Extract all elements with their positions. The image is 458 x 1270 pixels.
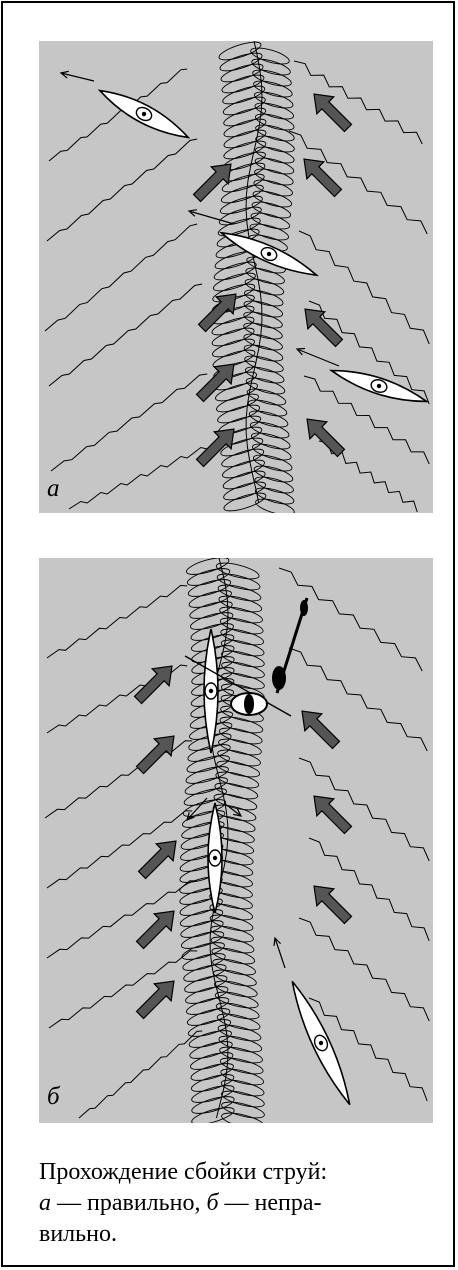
paddle-blade-icon [300,600,308,616]
whirl-loop [220,637,266,659]
flow-arrow-icon [132,728,183,779]
panel-label-a: а [47,475,60,503]
diagram-a-drawing [39,41,433,513]
caption-line-1: Прохождение сбойки струй: [39,1157,439,1188]
direction-arrow-icon [187,798,207,820]
whirl-loop [222,478,268,503]
whirl-loop [220,1099,266,1121]
whirl-loop [220,648,266,670]
current-line-left [49,69,187,161]
whirl-loop [217,41,263,64]
diagram-panel-b: б [39,558,433,1123]
whirl-loop [209,912,255,934]
whirl-loop [219,615,265,637]
figure-caption: Прохождение сбойки струй: а — правильно,… [39,1157,439,1250]
whirl-loop [222,489,268,513]
current-line-left [45,224,197,331]
kayak-icon [329,363,429,409]
whirl-loop [222,137,268,162]
paddle-blade-icon [272,666,286,690]
whirl-loop [212,269,258,294]
flow-arrow-icon [306,788,357,839]
kayak-icon [218,226,320,283]
whirl-loop [219,714,265,736]
whirl-loop [220,71,266,96]
current-line-left [49,284,202,386]
flow-arrow-icon [296,151,347,202]
whirl-loop [220,181,266,206]
direction-arrow-icon [61,71,94,81]
current-line-left [47,585,187,658]
current-line-left [69,448,207,510]
current-line-right [289,648,427,751]
eddy-band-right [242,45,296,513]
whirl-loop [219,192,265,217]
caption-letter-b: б [206,1190,218,1216]
whirl-loop [220,445,266,470]
current-line-left [49,951,197,1028]
flow-arrow-icon [192,421,243,472]
caption-line-2: а — правильно, б — непра- [39,1188,439,1219]
whirl-loop [213,791,259,813]
whirl-loop [221,82,267,107]
whirl-loop [216,401,262,426]
direction-arrow-icon [189,210,234,224]
panel-label-b: б [47,1083,60,1111]
whirl-loop [219,60,265,85]
flow-arrow-icon [294,703,345,754]
direction-arrow-icon [274,938,285,968]
caption-text-a: — правильно, [51,1190,206,1216]
current-line-left [47,881,197,958]
caption-text-b: — непра- [219,1190,322,1216]
whirl-loop [211,335,257,360]
whirl-loop [254,485,296,508]
whirl-loop [212,258,258,283]
whirl-loop [220,1077,266,1099]
whirl-loop [215,758,261,780]
diagram-b-drawing [39,558,433,1123]
whirl-loop [219,1055,265,1077]
flow-arrow-icon [306,878,357,929]
current-line-right [294,61,422,144]
whirl-loop [209,923,255,945]
whirl-loop [222,93,268,118]
whirl-loop [254,496,296,513]
kayak-icon [96,83,193,146]
flow-arrow-icon [306,86,357,137]
diagram-panel-a: а [39,41,433,513]
whirl-loop [210,324,256,349]
whirl-loop [221,467,267,492]
flow-arrow-icon [134,833,185,884]
whirl-loop [220,1088,266,1110]
whirl-loop [185,558,231,578]
current-line-left [47,139,197,241]
current-line-left [51,374,207,471]
flow-arrow-icon [299,411,350,462]
whirl-loop [215,390,261,415]
direction-arrow-icon [297,348,339,366]
whirl-loop [220,659,266,681]
whirl-loop [222,115,268,140]
whirl-loop [218,725,264,747]
whirl-loop [218,203,264,228]
whirl-loop [217,736,263,758]
flow-arrow-icon [130,658,181,709]
whirl-loop [216,747,262,769]
caption-letter-a: а [39,1190,51,1216]
caption-line-3: вильно. [39,1219,439,1250]
whirl-loop [221,456,267,481]
whirl-loop [222,126,268,151]
current-line-left [79,1031,202,1118]
current-line-right [299,918,429,1021]
kayak-icon [285,978,358,1108]
current-line-right [289,131,427,234]
